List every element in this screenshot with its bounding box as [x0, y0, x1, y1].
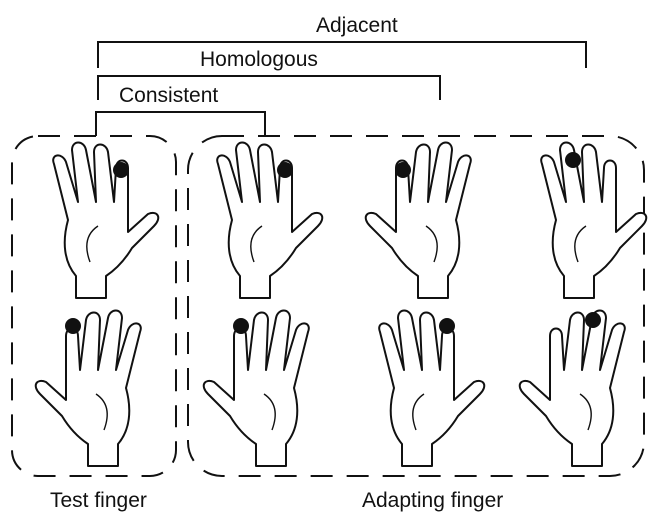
hand-adapting-row2-right: [379, 311, 484, 467]
finger-marker-dot: [277, 162, 293, 178]
finger-marker-dot: [585, 312, 601, 328]
finger-marker-dot: [565, 152, 581, 168]
bracket-adjacent: [98, 42, 586, 68]
finger-marker-dot: [65, 318, 81, 334]
test-finger-label: Test finger: [50, 490, 147, 511]
hand-adapting-row1-left: [366, 143, 471, 299]
hand-adapting-row2-left: [204, 311, 309, 467]
hand-test-row1-right: [53, 143, 158, 299]
adapting-finger-label: Adapting finger: [362, 490, 503, 511]
finger-marker-dot: [113, 162, 129, 178]
homologous-label: Homologous: [196, 49, 322, 70]
consistent-label: Consistent: [115, 85, 222, 106]
hand-test-row2-left: [36, 311, 141, 467]
hand-adapting-row1-right-middle: [541, 143, 646, 299]
finger-marker-dot: [233, 318, 249, 334]
finger-marker-dot: [439, 318, 455, 334]
adjacent-label: Adjacent: [312, 15, 402, 36]
bracket-consistent: [96, 112, 265, 136]
hand-adapting-row1-right: [217, 143, 322, 299]
hand-adapting-row2-left-middle: [520, 311, 625, 467]
finger-marker-dot: [395, 162, 411, 178]
